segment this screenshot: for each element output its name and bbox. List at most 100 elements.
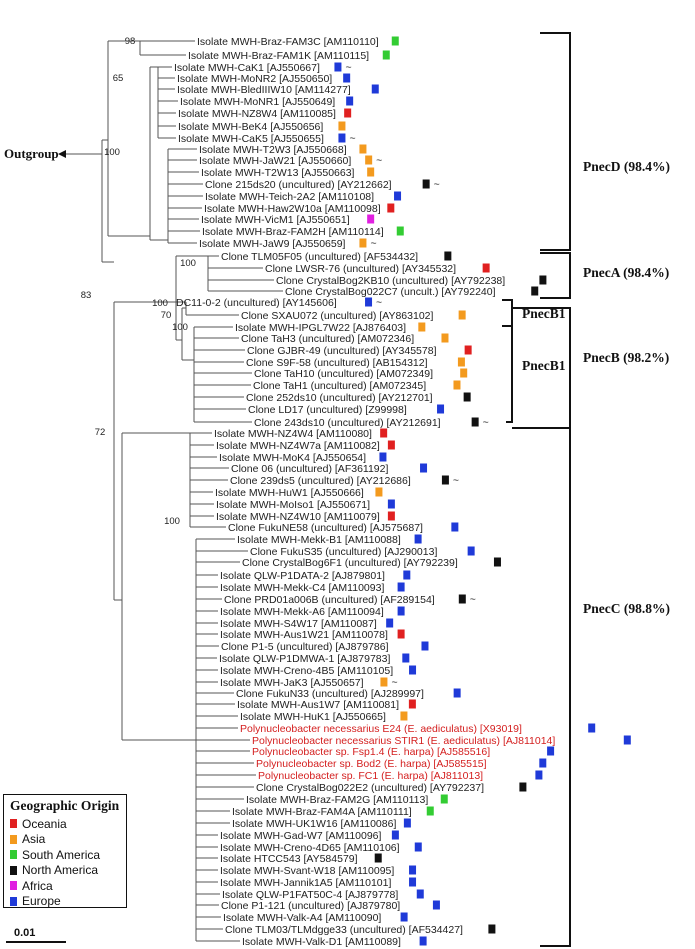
legend-item: Europe xyxy=(10,894,120,910)
scale-bar: 0.01 xyxy=(6,927,66,943)
tilde-mark: ~ xyxy=(434,179,440,191)
tip-label: Isolate MWH-Mekk-C4 [AM110093] xyxy=(220,582,384,594)
legend-label: South America xyxy=(22,847,101,862)
region-marker xyxy=(463,392,471,402)
legend-item: Oceania xyxy=(10,816,120,832)
legend-label: Asia xyxy=(22,832,46,847)
region-marker xyxy=(359,144,367,154)
region-marker xyxy=(419,936,427,946)
outgroup-label: Outgroup xyxy=(4,146,59,161)
tip-label: Clone CrystalBog022C7 (uncult.) [AY79224… xyxy=(285,286,496,298)
region-marker xyxy=(414,534,422,544)
tilde-mark: ~ xyxy=(370,238,376,250)
tip-label: Isolate MWH-S4W17 [AM110087] xyxy=(220,618,377,630)
tip-label: Isolate QLW-P1DATA-2 [AJ879801] xyxy=(220,570,385,582)
region-marker xyxy=(453,688,461,698)
tip-label: Clone TaH1 (uncultured) [AM072345] xyxy=(253,380,426,392)
tip-label: Isolate QLW-P1DMWA-1 [AJ879783] xyxy=(219,653,390,665)
region-marker xyxy=(464,345,472,355)
tip-label: Clone TLM05F05 (uncultured) [AF534432] xyxy=(221,251,418,263)
bootstrap-value: 65 xyxy=(113,73,124,84)
region-marker xyxy=(397,606,405,616)
tip-label: Isolate MWH-Valk-D1 [AM110089] xyxy=(242,936,401,948)
clade-bracket xyxy=(506,325,513,423)
tip-label: Isolate QLW-P1FAT50C-4 [AJ879778] xyxy=(222,889,398,901)
legend-item: North America xyxy=(10,863,120,879)
region-marker xyxy=(334,62,342,72)
tip-label: Isolate MWH-T2W3 [AJ550668] xyxy=(199,144,347,156)
tip-label: Isolate MWH-HuK1 [AJ550665] xyxy=(240,711,386,723)
tip-label: Isolate MWH-Teich-2A2 [AM110108] xyxy=(205,191,374,203)
tip-label: Isolate MWH-Braz-FAM2G [AM110113] xyxy=(246,794,428,806)
tip-label: Clone P1-5 (uncultured) [AJ879786] xyxy=(221,641,389,653)
tip-label: Clone CrystalBog2KB10 (uncultured) [AY79… xyxy=(276,275,505,287)
region-marker xyxy=(409,665,417,675)
tip-label: Clone P1-121 (uncultured) [AJ879780] xyxy=(221,900,400,912)
tip-label: Clone TaH3 (uncultured) [AM072346] xyxy=(241,333,414,345)
region-marker xyxy=(432,900,440,910)
tip-label: Polynucleobacter sp. FC1 (E. harpa) [AJ8… xyxy=(258,770,483,782)
region-marker xyxy=(367,214,375,224)
region-marker xyxy=(403,570,411,580)
clade-bracket xyxy=(540,427,571,947)
tilde-mark: ~ xyxy=(349,133,355,145)
tilde-mark: ~ xyxy=(345,62,351,74)
region-marker xyxy=(588,723,596,733)
tip-label: Clone 06 (uncultured) [AF361192] xyxy=(231,463,388,475)
region-marker xyxy=(539,275,547,285)
tip-label: Polynucleobacter sp. Fsp1.4 (E. harpa) [… xyxy=(252,746,490,758)
tip-label: Clone CrystalBog022E2 (uncultured) [AY79… xyxy=(256,782,484,794)
bootstrap-value: 100 xyxy=(164,516,180,527)
region-marker xyxy=(391,830,399,840)
clade-bracket xyxy=(502,299,513,327)
bootstrap-value: 72 xyxy=(95,427,106,438)
tip-label: Isolate MWH-Creno-4D65 [AM110106] xyxy=(220,842,400,854)
region-marker xyxy=(400,912,408,922)
region-marker xyxy=(437,404,445,414)
clade-label: PnecC (98.8%) xyxy=(583,601,670,616)
tip-label: Isolate MWH-Braz-FAM1K [AM110115] xyxy=(188,50,369,62)
clade-label: PnecD (98.4%) xyxy=(583,159,670,174)
tip-label: Clone 215ds20 (uncultured) [AY212662] xyxy=(205,179,392,191)
scale-bar-label: 0.01 xyxy=(14,927,35,939)
bootstrap-value: 83 xyxy=(81,290,92,301)
legend-label: Europe xyxy=(22,894,61,909)
tip-label: Isolate MWH-T2W13 [AJ550663] xyxy=(201,167,355,179)
tip-label: DC11-0-2 (uncultured) [AY145606] xyxy=(176,297,337,309)
region-marker xyxy=(493,557,501,567)
region-marker xyxy=(460,368,468,378)
clade-bracket xyxy=(540,252,571,299)
region-marker xyxy=(426,806,434,816)
region-marker xyxy=(386,618,394,628)
tree-branches xyxy=(101,40,283,942)
tip-label: Polynucleobacter sp. Bod2 (E. harpa) [AJ… xyxy=(256,758,487,770)
tip-label: Isolate MWH-Mekk-A6 [AM110094] xyxy=(220,606,384,618)
tip-label: Isolate MWH-Jannik1A5 [AM110101] xyxy=(220,877,391,889)
tip-label: Isolate MWH-Aus1W7 [AM110081] xyxy=(237,699,399,711)
bootstrap-value: 70 xyxy=(161,310,172,321)
tip-label: Isolate MWH-JaW21 [AJ550660] xyxy=(199,155,351,167)
tip-label: Isolate MWH-NZ8W4 [AM110085] xyxy=(178,108,336,120)
bootstrap-value: 100 xyxy=(172,322,188,333)
region-marker xyxy=(444,251,452,261)
tip-label: Isolate MWH-MoNR1 [AJ550649] xyxy=(180,96,335,108)
tip-label: Isolate MWH-Mekk-B1 [AM110088] xyxy=(237,534,401,546)
tip-label: Isolate MWH-Valk-A4 [AM110090] xyxy=(223,912,381,924)
tip-label: Isolate MWH-HuW1 [AJ550666] xyxy=(215,487,364,499)
tip-label: Clone CrystalBog6F1 (uncultured) [AY7922… xyxy=(242,557,458,569)
outgroup-arrow-icon xyxy=(58,150,66,158)
region-marker xyxy=(547,746,555,756)
region-marker xyxy=(441,333,449,343)
region-marker xyxy=(374,853,382,863)
tilde-mark: ~ xyxy=(376,155,382,167)
tip-label: Isolate MWH-Gad-W7 [AM110096] xyxy=(220,830,382,842)
region-marker xyxy=(402,653,410,663)
region-marker xyxy=(453,380,461,390)
legend-item: Africa xyxy=(10,878,120,894)
tip-label: Isolate HTCC543 [AY584579] xyxy=(220,853,358,865)
region-marker xyxy=(394,191,402,201)
tip-label: Clone 239ds5 (uncultured) [AY212686] xyxy=(230,475,411,487)
region-marker xyxy=(400,711,408,721)
